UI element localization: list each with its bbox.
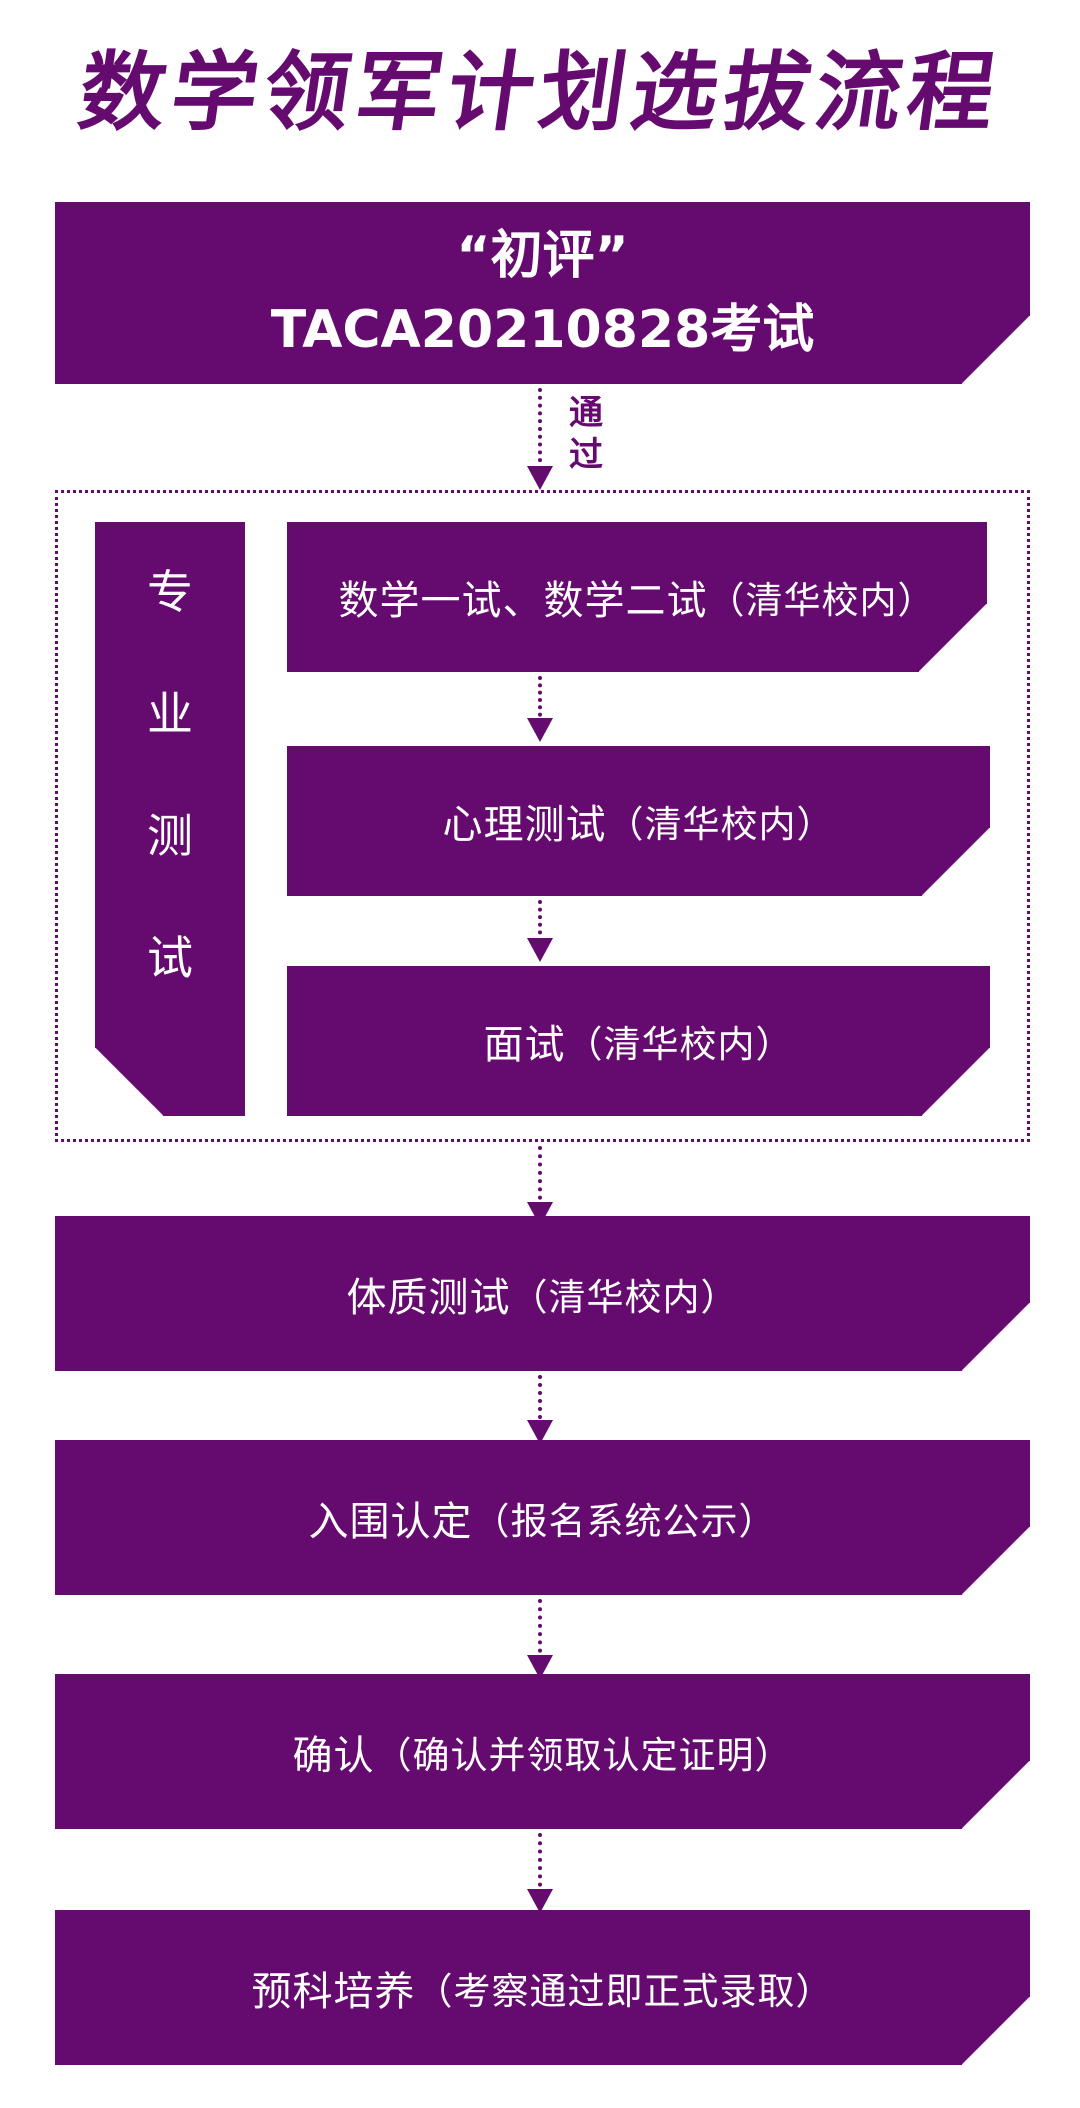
connector-line (538, 1146, 542, 1208)
connector-line (538, 676, 542, 724)
step-shortlist-box: 入围认定 （报名系统公示） (55, 1440, 1030, 1595)
step-math-exam-location: （清华校内） (707, 579, 936, 622)
step-confirm-note: （确认并领取认定证明） (374, 1733, 793, 1777)
professional-test-char: 试 (147, 931, 193, 985)
connector-line (538, 1375, 542, 1427)
step-shortlist-main: 入围认定 (308, 1498, 473, 1545)
connector-line (538, 900, 542, 942)
step-shortlist-note: （报名系统公示） (472, 1499, 777, 1543)
step-psych-test-box: 心理测试 （清华校内） (287, 746, 990, 896)
step-confirm-main: 确认 (292, 1732, 375, 1779)
professional-test-char: 专 (147, 565, 193, 619)
fold-corner (922, 828, 990, 896)
arrow-down-icon (527, 1889, 553, 1913)
fold-corner (962, 1761, 1030, 1829)
fold-corner (962, 1997, 1030, 2065)
step-prep-box: 预科培养 （考察通过即正式录取） (55, 1910, 1030, 2065)
step-prep-main: 预科培养 (251, 1968, 416, 2015)
fold-corner (919, 604, 987, 672)
page-title: 数学领军计划选拔流程 (72, 43, 1008, 143)
step-fitness-main: 体质测试 (346, 1274, 511, 1321)
professional-test-char: 业 (147, 687, 193, 741)
professional-test-label: 专 业 测 试 (95, 522, 245, 1116)
step-initial-line2: TACA20210828考试 (270, 300, 815, 360)
step-psych-test-main: 心理测试 (442, 802, 607, 848)
step-initial-box: “初评” TACA20210828考试 (55, 202, 1030, 384)
fold-corner (962, 316, 1030, 384)
step-initial-line1: “初评” (456, 226, 629, 286)
fold-corner (922, 1048, 990, 1116)
arrow-down-icon (527, 718, 553, 742)
step-interview-location: （清华校内） (565, 1023, 794, 1066)
fold-corner (962, 1527, 1030, 1595)
step-fitness-box: 体质测试 （清华校内） (55, 1216, 1030, 1371)
step-interview-box: 面试 （清华校内） (287, 966, 990, 1116)
step-math-exam-main: 数学一试、数学二试 (338, 578, 708, 624)
connector-line (538, 388, 542, 470)
step-prep-note: （考察通过即正式录取） (415, 1969, 834, 2013)
fold-corner (962, 1303, 1030, 1371)
step-fitness-location: （清华校内） (510, 1275, 739, 1319)
connector-line (538, 1833, 542, 1895)
step-interview-main: 面试 (483, 1022, 566, 1068)
arrow-down-icon (527, 938, 553, 962)
professional-test-char: 测 (147, 809, 193, 863)
pass-label: 通过 (569, 393, 603, 475)
connector-line (538, 1599, 542, 1661)
step-psych-test-location: （清华校内） (606, 803, 835, 846)
professional-test-group (55, 490, 1030, 1142)
fold-corner (95, 1048, 163, 1116)
step-confirm-box: 确认 （确认并领取认定证明） (55, 1674, 1030, 1829)
step-math-exam-box: 数学一试、数学二试 （清华校内） (287, 522, 987, 672)
arrow-down-icon (527, 466, 553, 490)
